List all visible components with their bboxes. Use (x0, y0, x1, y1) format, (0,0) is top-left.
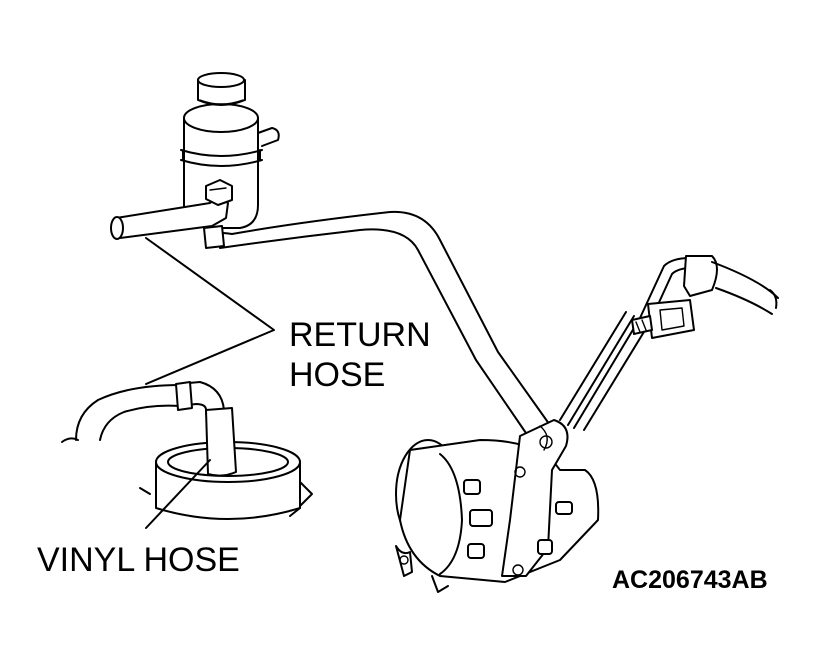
leader-lines (145, 237, 275, 529)
vinyl-hose-label: VINYL HOSE (37, 541, 240, 579)
return-hose-left (110, 179, 233, 240)
figure-code: AC206743AB (612, 566, 768, 594)
pressure-pipe-assembly (559, 255, 779, 431)
return-hose-label-line1: RETURN (289, 316, 431, 354)
reservoir-tank (180, 72, 280, 229)
return-hose-label: RETURN HOSE (289, 318, 431, 398)
return-hose-label-line2: HOSE (289, 356, 386, 394)
power-steering-pump (395, 419, 600, 593)
return-hose-main (203, 210, 553, 437)
vinyl-hose-container (61, 381, 313, 520)
